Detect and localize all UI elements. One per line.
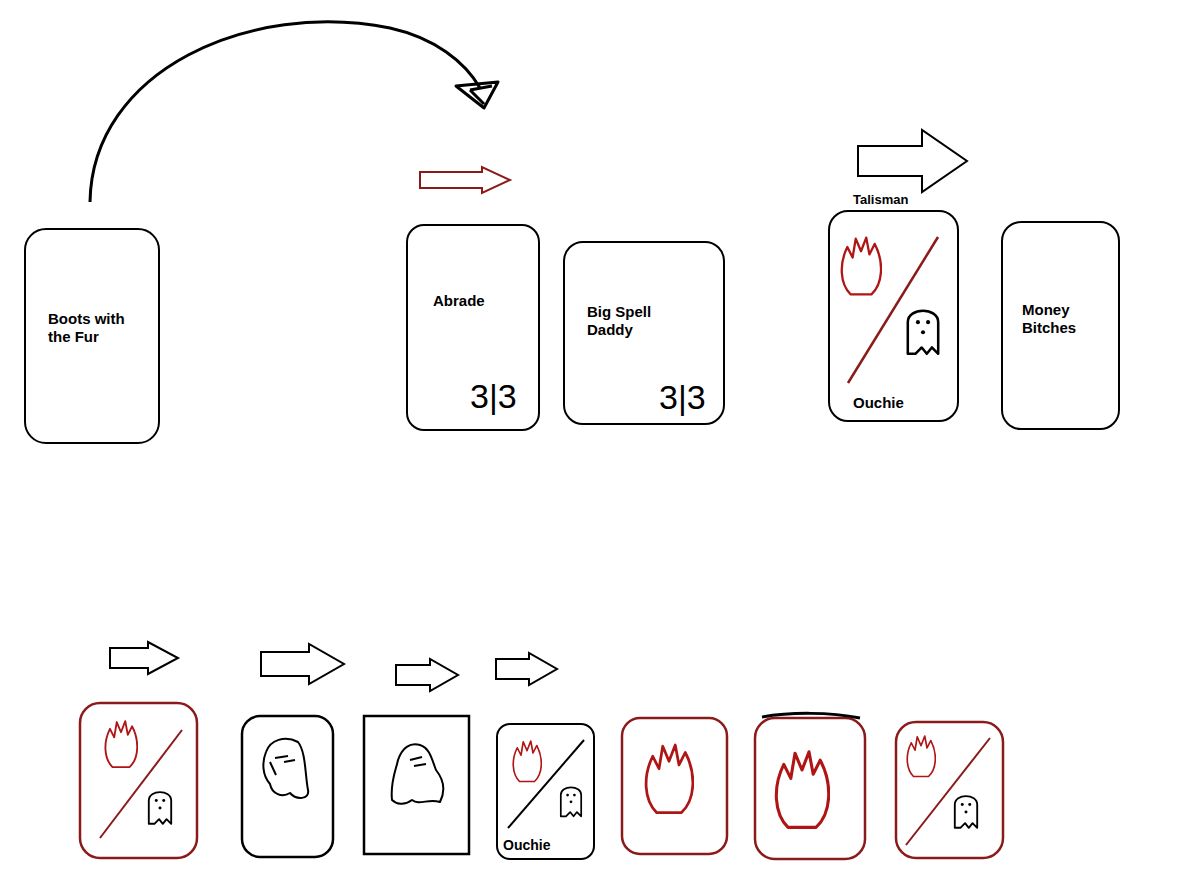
ghost-symbol bbox=[955, 796, 977, 828]
split-line bbox=[848, 237, 938, 383]
fire-symbol bbox=[646, 745, 693, 813]
ghost-symbol bbox=[149, 792, 171, 824]
card bbox=[622, 718, 727, 854]
fire-symbol bbox=[842, 238, 881, 295]
arrow-head bbox=[456, 82, 498, 108]
ghost-symbol bbox=[908, 311, 938, 354]
card: Ouchie bbox=[496, 723, 595, 860]
card-heading: Talisman bbox=[853, 192, 953, 208]
red-block-arrow bbox=[420, 167, 510, 193]
block-arrow bbox=[496, 653, 557, 685]
card: Abrade 3|3 bbox=[406, 224, 540, 431]
card: TalismanOuchie bbox=[828, 210, 959, 422]
card-name: Ouchie bbox=[503, 837, 589, 854]
card bbox=[755, 718, 865, 859]
split-line bbox=[508, 740, 584, 828]
card bbox=[242, 716, 333, 857]
card-name: Boots with the Fur bbox=[48, 310, 144, 346]
card: Big Spell Daddy 3|3 bbox=[563, 241, 725, 425]
card: Money Bitches bbox=[1001, 221, 1120, 430]
card-name: Big Spell Daddy bbox=[587, 303, 677, 339]
fire-symbol bbox=[513, 741, 541, 782]
rock-symbol bbox=[263, 739, 308, 798]
card bbox=[80, 703, 197, 858]
card-edge-mark bbox=[762, 713, 860, 718]
card-name: Ouchie bbox=[853, 394, 943, 412]
card-name: Money Bitches bbox=[1022, 301, 1114, 337]
block-arrow bbox=[110, 642, 178, 674]
fire-symbol bbox=[105, 721, 137, 767]
split-line bbox=[100, 730, 182, 838]
block-arrow bbox=[261, 644, 344, 684]
block-arrow bbox=[396, 659, 458, 691]
power-toughness: 3|3 bbox=[470, 376, 534, 417]
card bbox=[896, 722, 1003, 858]
card bbox=[364, 716, 469, 854]
block-arrow bbox=[858, 130, 967, 192]
split-line bbox=[906, 738, 990, 845]
card: Boots with the Fur bbox=[24, 228, 160, 444]
card-name: Abrade bbox=[433, 292, 529, 310]
fire-symbol bbox=[907, 736, 935, 777]
ghost-symbol bbox=[561, 787, 581, 816]
power-toughness: 3|3 bbox=[659, 377, 719, 418]
fire-symbol bbox=[776, 752, 828, 828]
rock-symbol bbox=[392, 744, 444, 804]
